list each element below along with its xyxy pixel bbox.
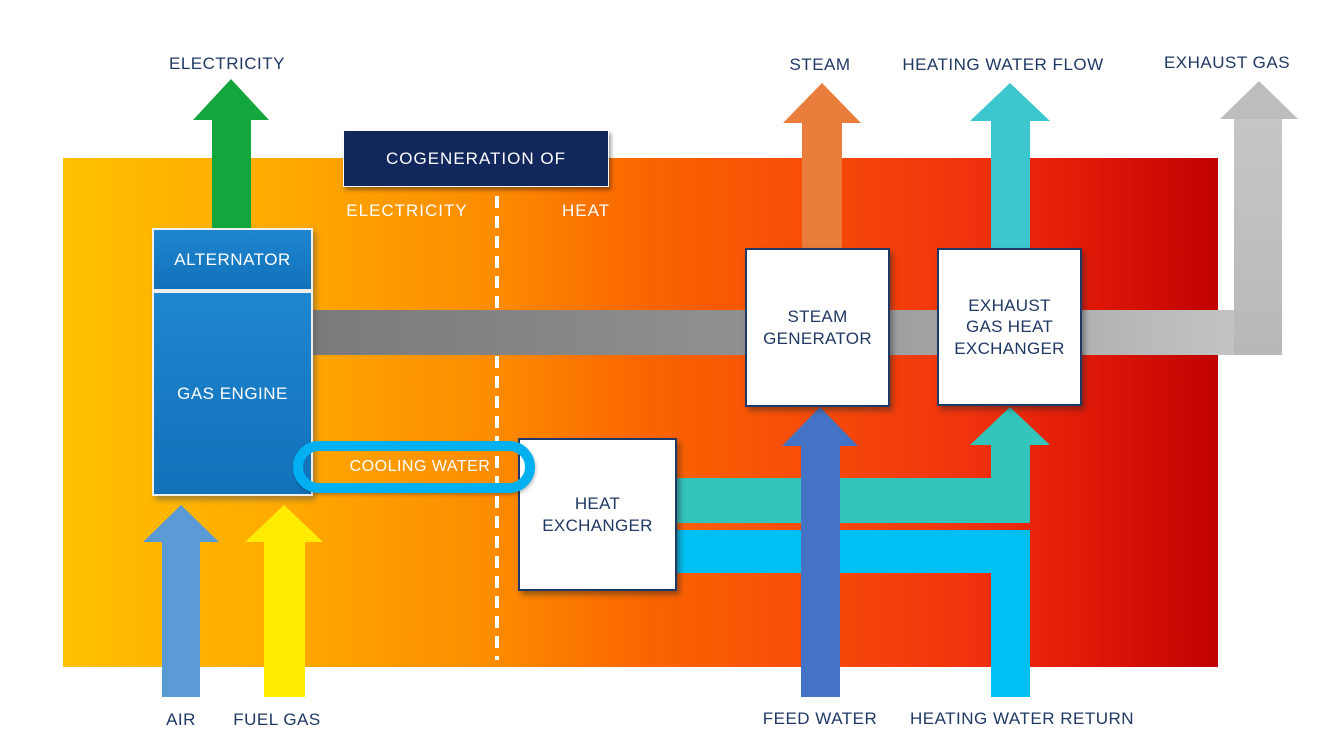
steam-output-label: STEAM bbox=[789, 55, 851, 74]
electricity-arrow-icon bbox=[193, 79, 269, 120]
feed-water-arrow-icon bbox=[782, 407, 858, 446]
feed-water-arrow-shaft bbox=[801, 445, 840, 697]
exhaust-gas-heat-exchanger-box: EXHAUST GAS HEAT EXCHANGER bbox=[937, 248, 1082, 406]
heat-exchanger-label: HEAT EXCHANGER bbox=[542, 494, 653, 535]
heating-water-flow-top-arrow-icon bbox=[970, 83, 1050, 121]
exhaust-gas-heat-exchanger-label: EXHAUST GAS HEAT EXCHANGER bbox=[954, 296, 1065, 358]
heating-water-flow-arrow-shaft bbox=[991, 121, 1030, 248]
cooling-water-ellipse: COOLING WATER bbox=[293, 441, 535, 493]
heat-exchanger-box: HEAT EXCHANGER bbox=[518, 438, 677, 591]
heating-water-return-band bbox=[677, 530, 1030, 573]
cogeneration-banner-label: COGENERATION OF bbox=[386, 148, 566, 168]
zone-heat-label: HEAT bbox=[561, 201, 611, 220]
fuel-gas-input-label: FUEL GAS bbox=[233, 710, 321, 729]
exhaust-gas-flow-riser bbox=[1234, 117, 1282, 355]
air-input-label: AIR bbox=[166, 710, 196, 729]
steam-arrow-icon bbox=[783, 83, 861, 123]
air-arrow-icon bbox=[143, 505, 219, 542]
heating-water-flow-arrow-icon bbox=[970, 407, 1050, 445]
heating-water-return-input-label: HEATING WATER RETURN bbox=[909, 709, 1135, 728]
alternator-label: ALTERNATOR bbox=[174, 249, 291, 269]
zone-electricity-label: ELECTRICITY bbox=[346, 201, 468, 220]
gas-engine-label: GAS ENGINE bbox=[177, 383, 288, 403]
cooling-water-label: COOLING WATER bbox=[349, 458, 491, 475]
steam-generator-label: STEAM GENERATOR bbox=[763, 307, 872, 348]
air-arrow-shaft bbox=[162, 541, 200, 697]
feed-water-input-label: FEED WATER bbox=[762, 709, 878, 728]
exhaust-gas-output-label: EXHAUST GAS bbox=[1163, 53, 1291, 72]
electricity-output-label: ELECTRICITY bbox=[168, 54, 286, 73]
heating-water-flow-riser bbox=[991, 445, 1030, 485]
gas-engine-box: GAS ENGINE bbox=[152, 291, 313, 496]
heating-water-flow-band bbox=[677, 478, 1030, 523]
exhaust-gas-arrow-icon bbox=[1220, 81, 1298, 119]
cogeneration-banner: COGENERATION OF bbox=[343, 130, 609, 187]
fuel-gas-arrow-shaft bbox=[264, 541, 305, 697]
heating-water-return-riser bbox=[991, 570, 1030, 697]
zone-divider-dashed-line bbox=[495, 196, 499, 660]
heating-water-flow-output-label: HEATING WATER FLOW bbox=[902, 55, 1104, 74]
steam-generator-box: STEAM GENERATOR bbox=[745, 248, 890, 407]
fuel-gas-arrow-icon bbox=[245, 505, 323, 542]
alternator-box: ALTERNATOR bbox=[152, 228, 313, 291]
electricity-arrow-shaft bbox=[212, 118, 251, 228]
steam-arrow-shaft bbox=[802, 121, 842, 248]
